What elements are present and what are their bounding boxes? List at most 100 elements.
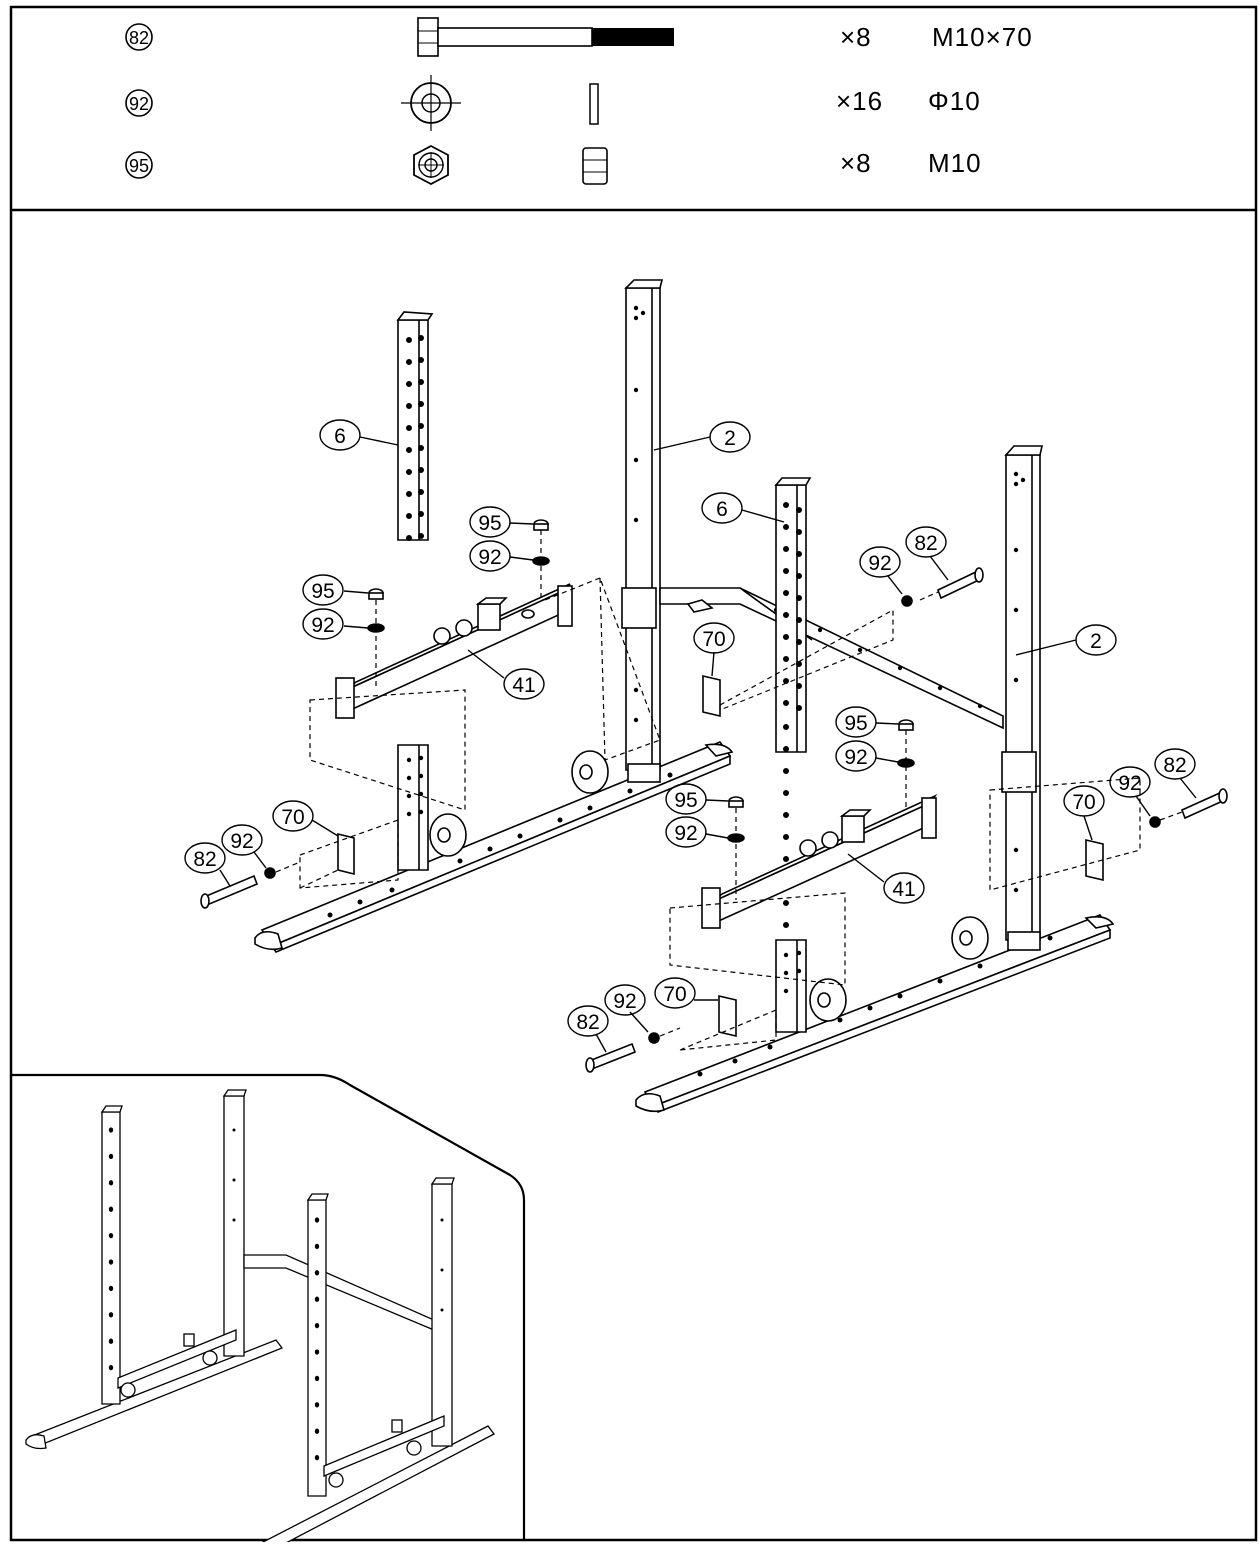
callout-label: 92 bbox=[311, 614, 334, 637]
part-quantity: ×8 bbox=[840, 148, 872, 178]
callout-92-left-a bbox=[302, 608, 369, 640]
callout-82-right-a bbox=[567, 1005, 609, 1053]
callout-labels: 6 2 6 2 95 92 95 92 41 70 92 82 70 92 82… bbox=[193, 425, 1186, 1034]
part-number-badge bbox=[125, 89, 153, 117]
callout-label: 82 bbox=[1163, 754, 1186, 777]
bolt-82-left bbox=[200, 874, 259, 909]
callout-label: 82 bbox=[193, 848, 216, 871]
callout-label: 92 bbox=[844, 746, 867, 769]
callout-95-left-a bbox=[302, 574, 369, 606]
right-base-foot bbox=[635, 914, 1115, 1113]
bolt-icon bbox=[417, 17, 674, 57]
wheel-left-rear bbox=[571, 750, 609, 794]
callout-82-left bbox=[184, 842, 231, 887]
washer-92-top bbox=[901, 595, 913, 607]
callout-70-right-a bbox=[654, 977, 718, 1009]
callout-70-left-b bbox=[693, 622, 735, 677]
callout-label: 2 bbox=[1090, 630, 1102, 653]
part-number-badge bbox=[125, 23, 153, 51]
exploded-view bbox=[200, 279, 1228, 1113]
bolt-82-top bbox=[936, 567, 984, 600]
callout-label: 70 bbox=[663, 983, 686, 1006]
callout-label: 92 bbox=[613, 990, 636, 1013]
callouts bbox=[184, 419, 1197, 1053]
nut-95-left-a bbox=[368, 588, 384, 600]
callout-label: 92 bbox=[230, 830, 253, 853]
washer-92-right-c bbox=[648, 1032, 660, 1044]
callout-82-top bbox=[905, 526, 949, 581]
upright-6-left-lower bbox=[397, 744, 429, 871]
callout-label: 95 bbox=[674, 789, 697, 812]
callout-label: 82 bbox=[914, 532, 937, 555]
wheel-left-front bbox=[429, 813, 467, 857]
upright-6-left-upper bbox=[396, 311, 434, 542]
callout-label: 6 bbox=[716, 498, 728, 521]
wheel-right-rear bbox=[951, 916, 989, 960]
upright-2-left bbox=[621, 279, 664, 783]
assembled-view-inset bbox=[11, 1073, 526, 1547]
nut-95-right-b bbox=[898, 719, 914, 731]
callout-label: 70 bbox=[1072, 791, 1095, 814]
callout-92-left-b bbox=[469, 540, 534, 572]
callout-2-right bbox=[1015, 624, 1117, 656]
callout-label: 70 bbox=[281, 806, 304, 829]
part-number: 95 bbox=[129, 156, 149, 176]
part-spec: M10×70 bbox=[932, 22, 1033, 52]
callout-95-right-a bbox=[835, 706, 899, 738]
wheel-right-front bbox=[809, 978, 847, 1022]
callout-label: 92 bbox=[868, 552, 891, 575]
callout-label: 95 bbox=[844, 712, 867, 735]
callout-label: 2 bbox=[724, 427, 736, 450]
left-base-foot bbox=[254, 741, 734, 953]
callout-92-right-d bbox=[1109, 766, 1151, 817]
plate-70-right-b bbox=[1085, 838, 1104, 882]
callout-41-left bbox=[467, 649, 545, 700]
part-spec: Φ10 bbox=[928, 86, 981, 116]
callout-92-right-c bbox=[604, 984, 649, 1033]
part-number-badge bbox=[125, 151, 153, 179]
callout-95-left-b bbox=[469, 506, 534, 538]
nut-95-right-a bbox=[728, 796, 744, 808]
callout-label: 6 bbox=[334, 425, 346, 448]
callout-label: 92 bbox=[674, 822, 697, 845]
bracket-41-left bbox=[335, 583, 573, 719]
callout-label: 41 bbox=[512, 674, 535, 697]
washer-icon bbox=[401, 75, 599, 131]
nut-95-left-b bbox=[533, 519, 549, 531]
callout-label: 70 bbox=[702, 628, 725, 651]
assembly-guides bbox=[275, 530, 1183, 1051]
washer-92-right-d bbox=[1149, 816, 1161, 828]
callout-41-right bbox=[847, 853, 925, 904]
callout-70-left-a bbox=[272, 800, 339, 837]
washer-92-left-c bbox=[264, 867, 276, 879]
callout-92-right-b bbox=[665, 816, 729, 848]
callout-82-right-b bbox=[1154, 748, 1197, 799]
page-frame bbox=[9, 5, 1258, 1542]
part-number: 92 bbox=[129, 94, 149, 114]
parts-row-82: 82 ×8 M10×70 bbox=[125, 17, 1033, 57]
bolt-82-right-a bbox=[585, 1042, 637, 1073]
callout-label: 82 bbox=[576, 1011, 599, 1034]
plate-70-left-a bbox=[337, 832, 355, 876]
parts-row-95: 95 ×8 M10 bbox=[125, 144, 982, 186]
bolt-82-right-b bbox=[1180, 788, 1228, 820]
callout-70-right-b bbox=[1063, 785, 1105, 841]
parts-row-92: 92 ×16 Φ10 bbox=[125, 75, 981, 131]
upright-2-right bbox=[1001, 445, 1043, 951]
part-spec: M10 bbox=[928, 148, 982, 178]
part-quantity: ×8 bbox=[840, 22, 872, 52]
callout-label: 95 bbox=[311, 580, 334, 603]
callout-label: 41 bbox=[892, 878, 915, 901]
callout-label: 92 bbox=[1118, 772, 1141, 795]
callout-label: 92 bbox=[478, 546, 501, 569]
plate-70-right-a bbox=[718, 994, 737, 1038]
callout-2-left bbox=[653, 421, 751, 453]
callout-6-left bbox=[319, 419, 399, 451]
callout-label: 95 bbox=[478, 512, 501, 535]
nut-icon bbox=[413, 144, 608, 186]
callout-95-right-b bbox=[665, 783, 729, 815]
callout-92-right-a bbox=[835, 740, 899, 772]
callout-92-left-c bbox=[221, 824, 267, 869]
